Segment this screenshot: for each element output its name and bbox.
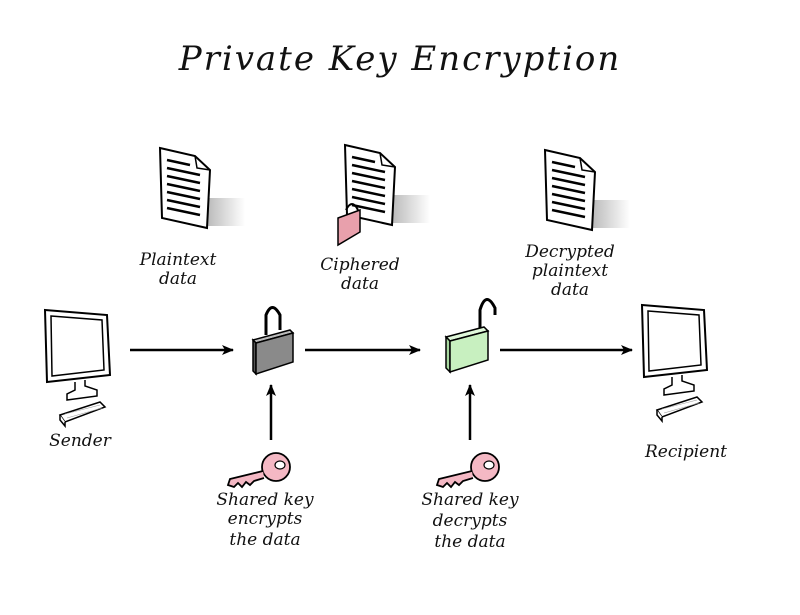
plaintext-document-icon <box>158 146 247 230</box>
sender-label: Sender <box>49 431 112 451</box>
diagram-title: Private Key Encryption <box>178 39 622 79</box>
sender-computer-icon <box>44 309 111 427</box>
ciphered-document-icon <box>337 143 432 247</box>
recipient-computer-icon <box>641 304 708 422</box>
ciphered-data-label: Ciphered data <box>320 255 400 294</box>
svg-text:Shared key: Shared key <box>421 490 519 510</box>
svg-text:Ciphered: Ciphered <box>320 255 400 275</box>
decrypted-data-label: Decrypted plaintext data <box>524 242 615 300</box>
svg-text:data: data <box>159 269 197 289</box>
svg-text:plaintext: plaintext <box>532 261 608 281</box>
encrypt-key-icon <box>227 452 291 488</box>
recipient-label: Recipient <box>644 442 727 462</box>
svg-text:the data: the data <box>434 532 505 552</box>
svg-text:data: data <box>551 280 589 300</box>
svg-text:the data: the data <box>229 530 300 550</box>
closed-padlock-icon <box>251 306 295 376</box>
decrypt-key-icon <box>436 452 500 488</box>
svg-text:Decrypted: Decrypted <box>524 242 615 262</box>
svg-text:Shared key: Shared key <box>216 490 314 510</box>
open-padlock-icon <box>444 298 497 374</box>
plaintext-data-label: Plaintext data <box>139 250 217 289</box>
encrypt-key-label: Shared key encrypts the data <box>216 490 314 550</box>
svg-text:encrypts: encrypts <box>228 509 303 529</box>
svg-text:decrypts: decrypts <box>433 511 508 531</box>
svg-text:Plaintext: Plaintext <box>139 250 217 270</box>
decrypt-key-label: Shared key decrypts the data <box>421 490 519 552</box>
svg-text:data: data <box>341 274 379 294</box>
decrypted-document-icon <box>543 148 632 232</box>
